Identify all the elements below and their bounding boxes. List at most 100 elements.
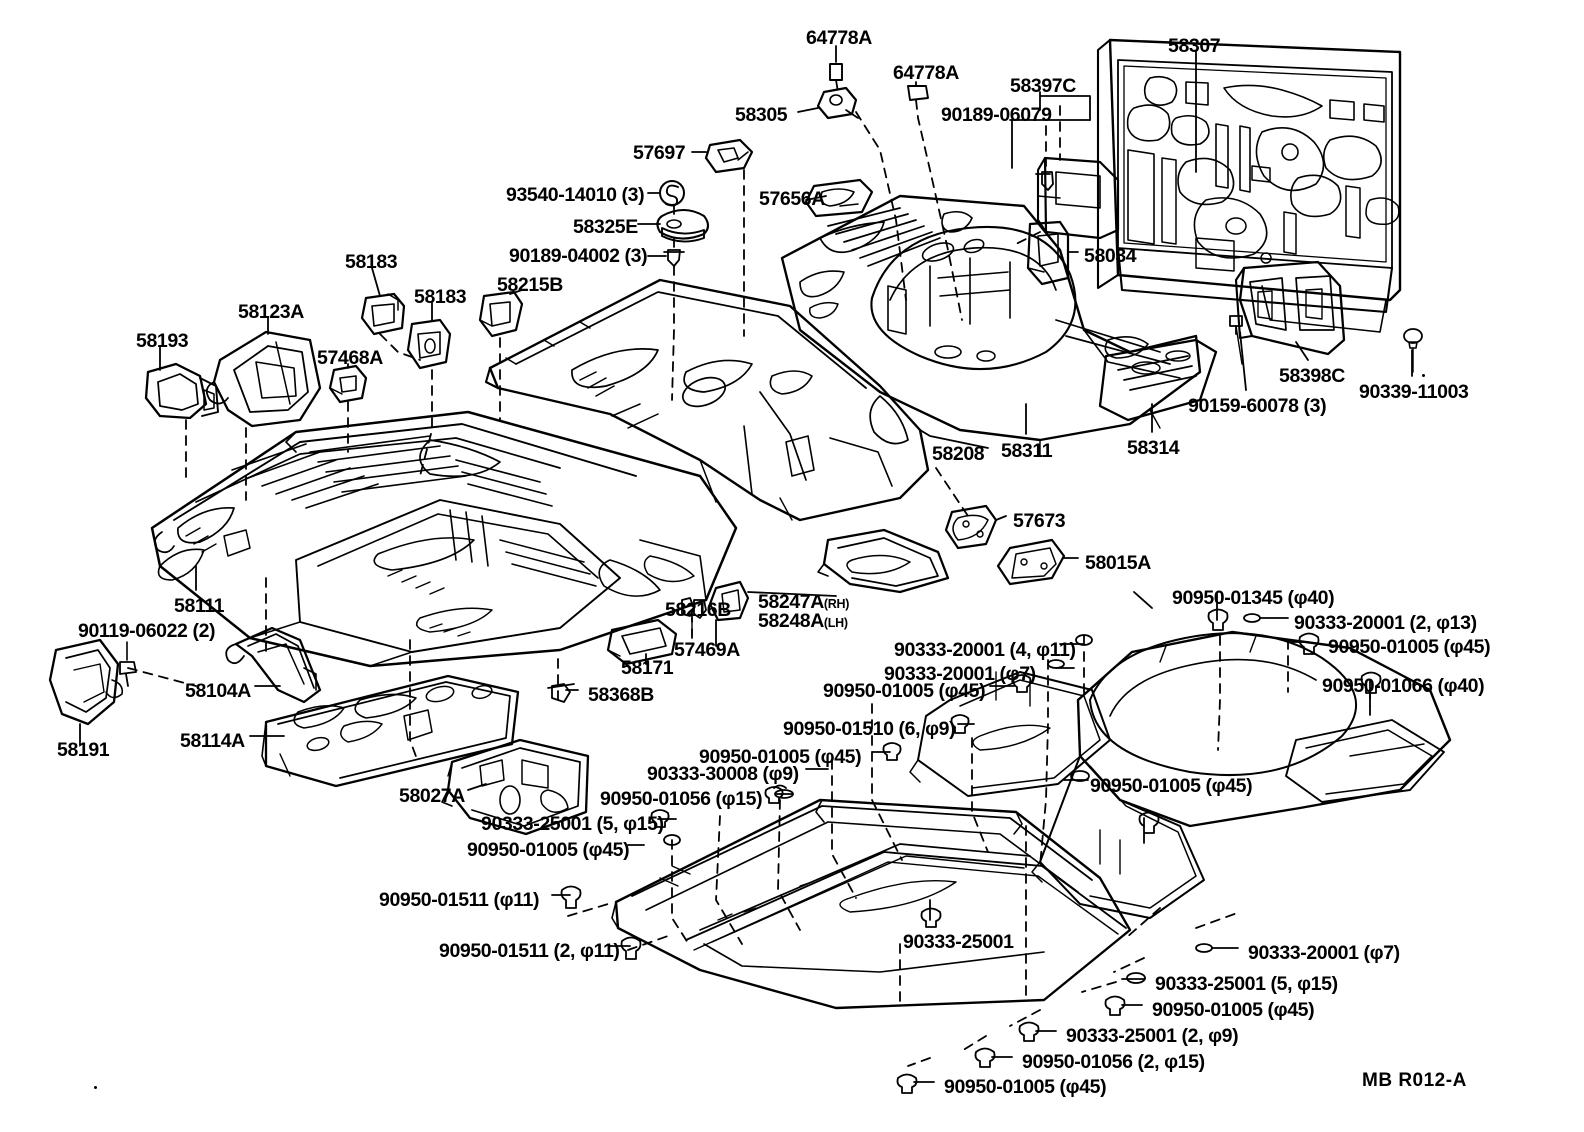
label-57468A: 57468A [317, 347, 383, 369]
part-58307-dash-panel [1096, 38, 1402, 333]
label-64778A-1: 64778A [806, 27, 872, 49]
label-58248A-number: 58248A [758, 610, 824, 632]
part-58123A-brace [205, 330, 322, 428]
label-58183-1: 58183 [345, 251, 398, 273]
part-90189-04002-clip [663, 249, 685, 267]
part-57468A-bracket [328, 364, 368, 404]
label-90950-01066: 90950-01066 (φ40) [1322, 675, 1485, 697]
corner-dot-right [1422, 374, 1425, 377]
label-90159-60078: 90159-60078 (3) [1188, 395, 1327, 417]
part-57673-bracket [944, 504, 998, 550]
label-58191: 58191 [57, 739, 110, 761]
label-58216B: 58216B [665, 599, 731, 621]
label-90950-01345: 90950-01345 (φ40) [1172, 587, 1335, 609]
label-58248A-side: (LH) [823, 616, 848, 630]
label-90189-04002: 90189-04002 (3) [509, 245, 648, 267]
part-58183-bracket-1 [360, 292, 406, 336]
label-58325E: 58325E [573, 216, 638, 238]
label-90950-01056-a: 90950-01056 (φ15) [600, 788, 763, 810]
label-90950-01511-a: 90950-01511 (φ11) [379, 889, 540, 911]
label-58247A-side: (RH) [823, 597, 850, 611]
part-58325E-grommet [656, 208, 710, 243]
part-93540-14010-washer [659, 180, 685, 207]
label-58311: 58311 [1001, 440, 1053, 462]
label-58314: 58314 [1127, 437, 1180, 459]
label-58397C: 58397C [1010, 75, 1076, 97]
label-90189-06079: 90189-06079 [941, 104, 1052, 126]
part-58114A-side-member [261, 674, 520, 788]
label-57697: 57697 [633, 142, 686, 164]
leader-lines [79, 45, 1413, 1083]
part-58368B-clip [547, 683, 575, 703]
part-57697-bracket [704, 138, 754, 174]
part-58111-front-floor-pan [150, 410, 738, 668]
part-58305-bracket [816, 86, 859, 120]
label-58034: 58034 [1084, 245, 1137, 267]
label-58027A: 58027A [399, 785, 465, 807]
label-90333-25001-5p15: 90333-25001 (5, φ15) [481, 813, 664, 835]
label-58111: 58111 [174, 595, 225, 617]
label-58307: 58307 [1168, 35, 1221, 57]
part-58216B-panel [817, 528, 950, 594]
label-90333-20001-4p11: 90333-20001 (4, φ11) [894, 639, 1076, 661]
label-58248A-LH: 58248A(LH) [758, 610, 848, 633]
part-90189-06079-clip [1035, 171, 1054, 191]
part-58183-bracket-2 [406, 318, 452, 370]
part-58034-bracket [1026, 220, 1070, 286]
label-90119-06022: 90119-06022 (2) [78, 620, 216, 642]
part-90159-60078-bolt [1229, 315, 1243, 365]
label-90950-01056-2p15: 90950-01056 (2, φ15) [1022, 1051, 1205, 1073]
label-90333-25001-5p15-b: 90333-25001 (5, φ15) [1155, 973, 1338, 995]
label-58398C: 58398C [1279, 365, 1345, 387]
part-58398C-reinforcement [1234, 260, 1346, 356]
label-93540-14010: 93540-14010 (3) [506, 184, 645, 206]
label-90333-20001-p7: 90333-20001 (φ7) [884, 663, 1036, 685]
label-58193: 58193 [136, 330, 189, 352]
label-90950-01005-a: 90950-01005 (φ45) [823, 680, 986, 702]
label-90333-30008: 90333-30008 (φ9) [647, 763, 799, 785]
part-58311-rear-floor-pan [780, 194, 1202, 457]
label-90333-25001-2p9: 90333-25001 (2, φ9) [1066, 1025, 1239, 1047]
label-90950-01005-g: 90950-01005 (φ45) [944, 1076, 1107, 1098]
label-90950-01511-b: 90950-01511 (2, φ11) [439, 940, 620, 962]
assembly-dashed-lines [127, 79, 1371, 1067]
label-58114A: 58114A [180, 730, 245, 752]
part-58015A-pad [996, 538, 1066, 586]
part-58215B-bracket [478, 290, 524, 338]
label-58215B: 58215B [497, 274, 563, 296]
label-58208: 58208 [932, 443, 985, 465]
label-90333-20001-p7-b: 90333-20001 (φ7) [1248, 942, 1400, 964]
label-58015A: 58015A [1085, 552, 1151, 574]
part-58193-bracket [144, 362, 219, 420]
label-58183-2: 58183 [414, 286, 467, 308]
part-58397C-bracket [1036, 156, 1120, 240]
label-64778A-2: 64778A [893, 62, 959, 84]
label-58247A-RH: 58247A(RH) [758, 591, 850, 614]
label-57469A: 57469A [674, 639, 740, 661]
part-64778A-clip-2 [907, 85, 929, 101]
label-90950-01005-b: 90950-01005 (φ45) [699, 746, 862, 768]
part-58208-center-floor-pan [484, 278, 930, 522]
label-90333-20001-2p13: 90333-20001 (2, φ13) [1294, 612, 1477, 634]
label-58305: 58305 [735, 104, 788, 126]
label-90339-11003: 90339-11003 [1359, 381, 1469, 403]
part-90339-11003-plug [1403, 328, 1423, 373]
label-57673: 57673 [1013, 510, 1066, 532]
label-90950-01005-d: 90950-01005 (φ45) [1328, 636, 1491, 658]
label-58171: 58171 [621, 657, 674, 679]
label-90950-01005-e: 90950-01005 (φ45) [1090, 775, 1253, 797]
label-58104A: 58104A [185, 680, 251, 702]
part-58191-bracket [48, 638, 124, 726]
label-90333-25001-plain: 90333-25001 [903, 931, 1014, 953]
figure-code: MB R012-A [1362, 1070, 1467, 1091]
label-57656A: 57656A [759, 188, 825, 210]
part-64778A-clip-1 [829, 63, 843, 81]
part-90119-06022-bolt [119, 641, 137, 687]
corner-dot-left [94, 1086, 97, 1089]
part-under-cover-assembly [611, 798, 1132, 1010]
label-58247A-number: 58247A [758, 591, 824, 613]
label-90950-01005-f: 90950-01005 (φ45) [1152, 999, 1315, 1021]
label-58123A: 58123A [238, 301, 304, 323]
label-58368B: 58368B [588, 684, 654, 706]
label-90950-01005-c: 90950-01005 (φ45) [467, 839, 630, 861]
